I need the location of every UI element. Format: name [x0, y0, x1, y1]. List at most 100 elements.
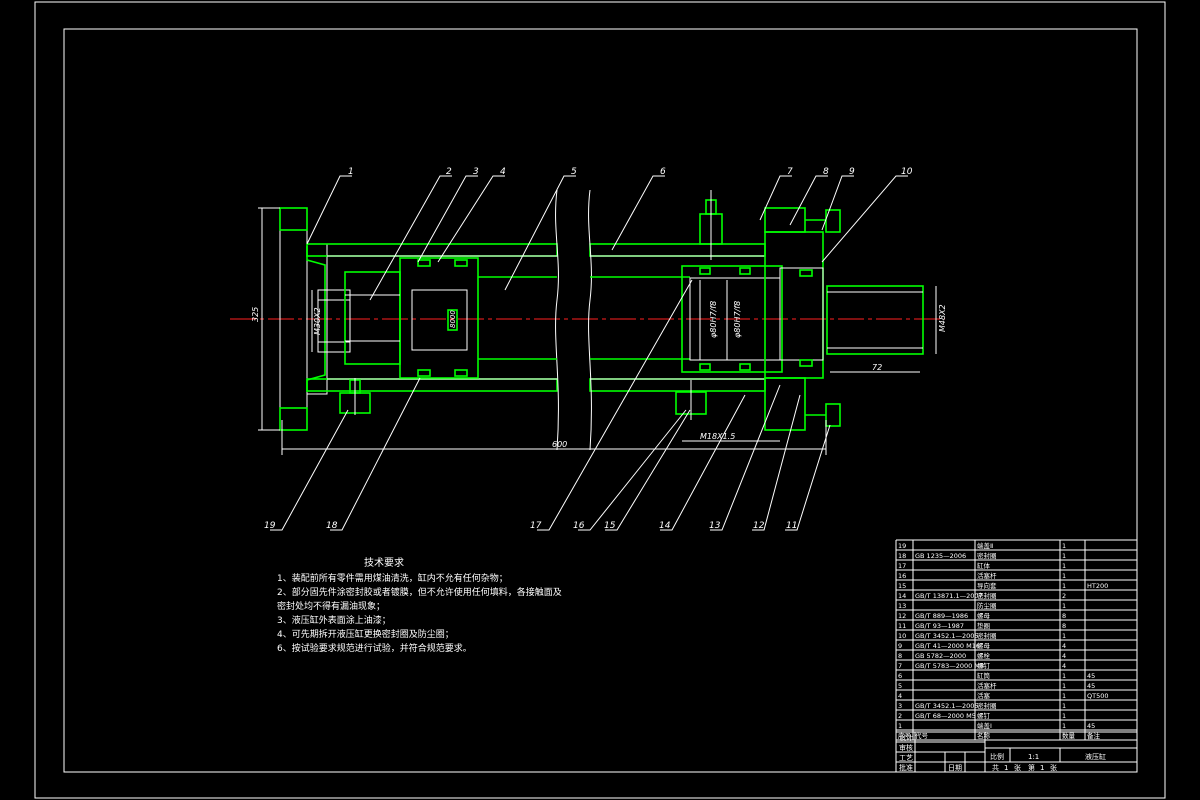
balloon-3: 3 [473, 167, 479, 177]
tb-total-label: 共 [992, 763, 999, 772]
bom-cell: 活塞杆 [977, 681, 997, 690]
balloon-9: 9 [849, 167, 855, 177]
tb-craft: 工艺 [899, 754, 913, 762]
bom-cell: 密封圈 [977, 591, 997, 600]
bom-cell: 端盖Ⅱ [977, 541, 993, 550]
bom-cell: 密封圈 [977, 551, 997, 560]
balloon-18: 18 [326, 521, 338, 531]
balloon-4: 4 [500, 167, 506, 177]
bom-cell: 螺母 [977, 641, 991, 650]
oil-port-top [699, 190, 723, 260]
bom-cell: 5 [898, 682, 902, 690]
bom-cell: 防尘圈 [977, 601, 997, 610]
bom-cell: 导向套 [977, 581, 997, 590]
bom-cell: GB/T 41—2000 M16 [915, 642, 980, 650]
bom-cell: 7 [898, 662, 902, 670]
bom-cell: 活塞 [977, 691, 991, 700]
tb-approve: 批准 [899, 763, 913, 772]
tb-scale-label: 比例 [990, 752, 1004, 761]
bom-cell: 1 [1062, 672, 1066, 680]
balloon-5: 5 [571, 167, 577, 177]
tech-req-line-1: 1、装配前所有零件需用煤油清洗，缸内不允有任何杂物； [277, 572, 508, 584]
bom-cell: 14 [898, 592, 906, 600]
bom-cell: 11 [898, 622, 906, 630]
bom-cell: 2 [898, 712, 902, 720]
bom-cell: 螺栓 [977, 651, 991, 660]
bom-cell: 6 [898, 672, 902, 680]
balloon-19: 19 [264, 521, 276, 531]
bom-cell: 3 [898, 702, 902, 710]
tb-sheet-unit: 张 [1014, 763, 1021, 772]
bom-cell: GB/T 5783—2000 M8 [915, 662, 984, 670]
tech-req-line-3: 密封处均不得有漏油现象； [277, 600, 385, 612]
dim-left-bore: M30X2 [313, 307, 322, 335]
tb-design: 设计 [899, 733, 913, 742]
tech-req-title: 技术要求 [364, 556, 404, 569]
bom-cell: 4 [1062, 662, 1066, 670]
bom-cell: HT200 [1087, 582, 1108, 590]
bom-cell: 螺钉 [977, 711, 991, 720]
tb-total-sheets: 1 [1004, 764, 1008, 772]
oil-port-bottom-left [339, 378, 371, 415]
balloon-12: 12 [753, 521, 765, 531]
bom-cell: 18 [898, 552, 906, 560]
bom-header-cell: 序号 [898, 731, 912, 740]
piston-rod [478, 276, 690, 360]
dim-bore1: φ80H7/f8 [709, 301, 718, 338]
bom-cell: 10 [898, 632, 906, 640]
bom-cell: 1 [1062, 722, 1066, 730]
bom-header-cell: 备注 [1087, 731, 1101, 740]
bom-cell: 8 [1062, 612, 1066, 620]
bom-cell: 15 [898, 582, 906, 590]
bom-cell: 1 [1062, 712, 1066, 720]
bom-cell: 1 [1062, 542, 1066, 550]
leaders-bottom [270, 279, 831, 531]
bom-cell: GB/T 3452.1—2005 [915, 632, 979, 640]
bom-cell: 1 [1062, 692, 1066, 700]
tech-req-line-4: 3、液压缸外表面涂上油漆； [277, 614, 391, 626]
bom-cell: QT500 [1087, 692, 1109, 700]
bom-cell: GB 1235—2006 [915, 552, 966, 560]
bom-cell: 密封圈 [977, 631, 997, 640]
end-cap-right [764, 207, 841, 431]
balloon-13: 13 [709, 521, 721, 531]
bom-cell: 活塞杆 [977, 571, 997, 580]
rod-end [826, 285, 924, 355]
balloon-2: 2 [446, 167, 452, 177]
bom-cell: 12 [898, 612, 906, 620]
bom-cell: 缸体 [977, 561, 991, 570]
tb-sheet-label: 第 [1028, 763, 1035, 772]
tb-date: 日期 [948, 764, 962, 772]
dim-overall-length: 600 [552, 440, 567, 449]
bom-cell: 1 [1062, 582, 1066, 590]
leaders-top [306, 175, 908, 301]
bom-cell: 45 [1087, 682, 1095, 690]
bom-cell: 8 [1062, 622, 1066, 630]
balloon-11: 11 [786, 521, 797, 531]
bom-cell: 1 [1062, 702, 1066, 710]
dim-left-height: 325 [251, 307, 260, 322]
bom-header-cell: 名称 [977, 731, 991, 740]
tb-check: 审核 [899, 743, 913, 752]
bom-cell: 2 [1062, 592, 1066, 600]
balloon-1: 1 [348, 167, 354, 177]
bom-cell: 1 [1062, 562, 1066, 570]
tech-req-line-5: 4、可先期拆开液压缸更换密封圈及防尘圈； [277, 628, 454, 640]
tech-req-line-2: 2、部分固先件涂密封胶或者镀膜，但不允许使用任何填料，各接触面及 [277, 586, 562, 598]
bom-cell: 45 [1087, 722, 1095, 730]
bom-cell: 1 [1062, 602, 1066, 610]
bom-cell: 缸筒 [977, 671, 991, 680]
tech-requirements: 技术要求 1、装配前所有零件需用煤油清洗，缸内不允有任何杂物； 2、部分固先件涂… [277, 556, 562, 654]
dim-bore2: φ80H7/f8 [733, 301, 742, 338]
tb-sheet-unit2: 张 [1050, 763, 1057, 772]
bom-header-cell: 数量 [1062, 731, 1076, 740]
dim-rod-length: 72 [872, 363, 882, 372]
bom-cell: GB/T 68—2000 M5 [915, 712, 976, 720]
bom-cell: 螺钉 [977, 661, 991, 670]
bom-cell: GB/T 3452.1—2005 [915, 702, 979, 710]
bom-cell: 1 [1062, 682, 1066, 690]
balloon-labels: 1 2 3 4 5 6 7 8 9 10 11 12 13 14 15 16 1… [264, 167, 913, 531]
bom-cell: 垫圈 [977, 621, 990, 630]
